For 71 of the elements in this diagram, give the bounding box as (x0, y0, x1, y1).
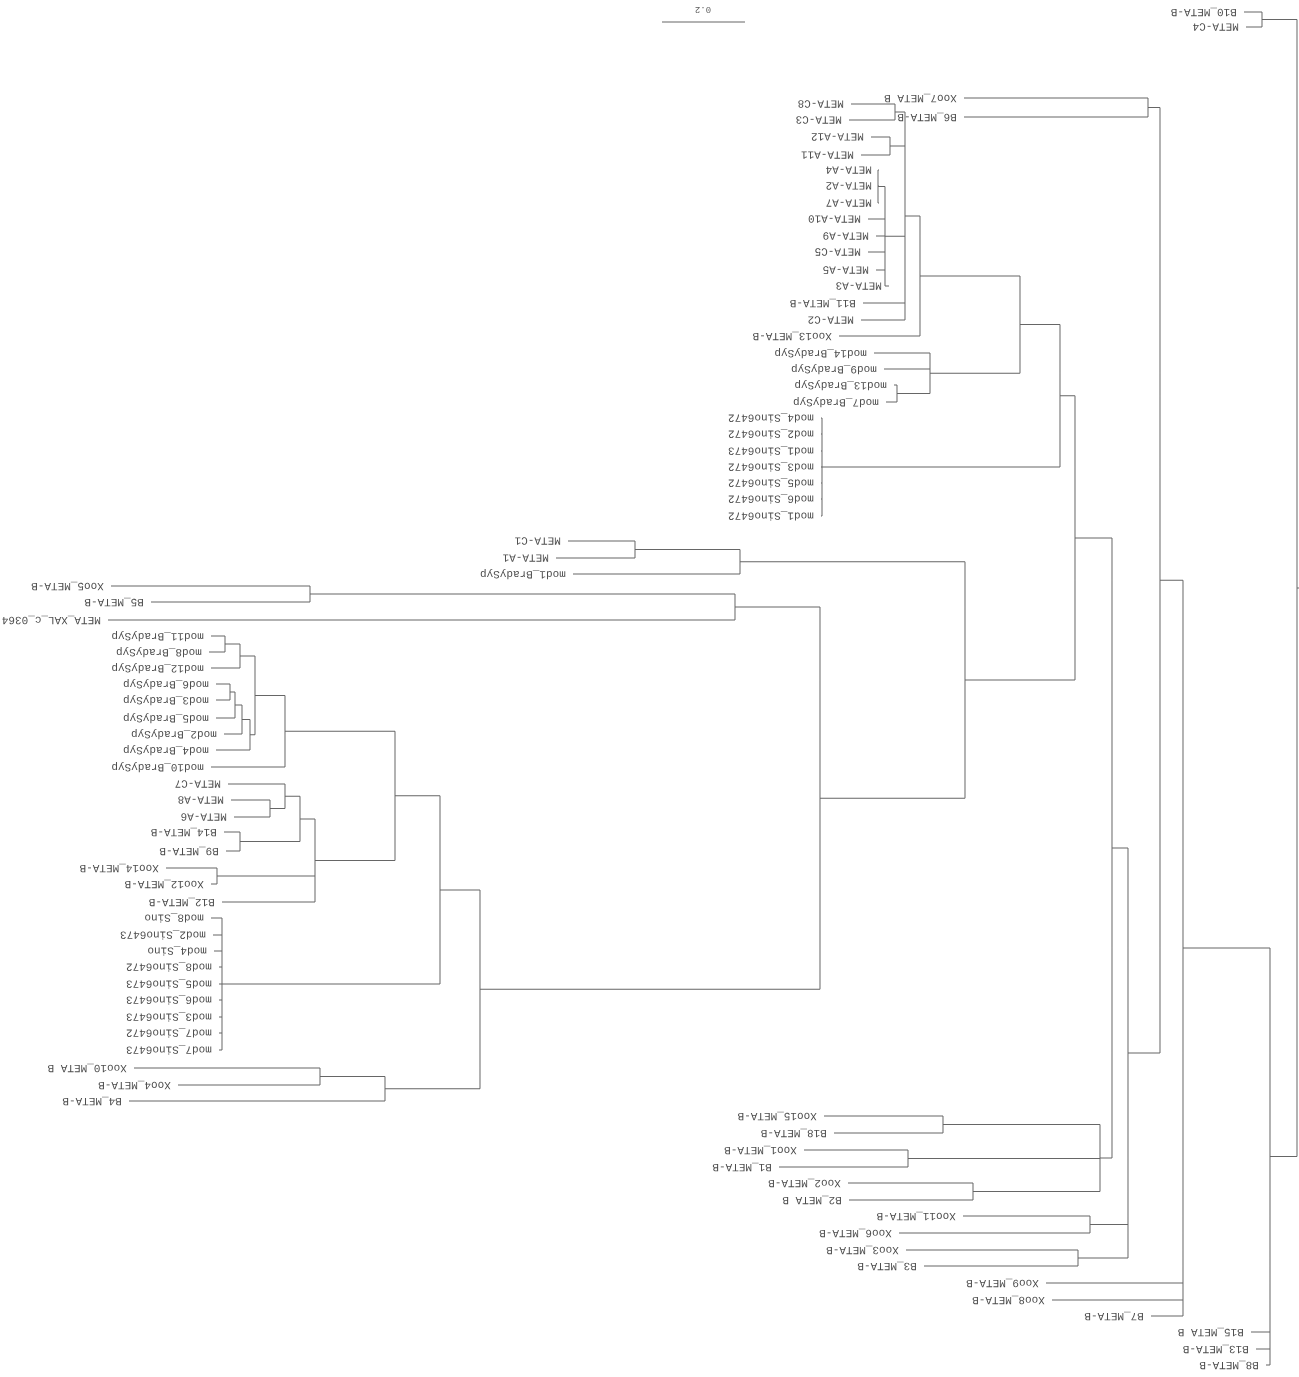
leaf-label: B8_META-B (1199, 1360, 1258, 1370)
leaf-label: META-A7 (826, 199, 872, 207)
leaf-label: B14_META-B (151, 827, 216, 837)
leaf-label: META-C3 (796, 116, 842, 124)
leaf-label: mod8_Sino6472 (126, 962, 212, 972)
leaf-label: mod7_BradySyp (793, 396, 879, 408)
leaf-label: Xoo7_META B (884, 93, 957, 103)
leaf-label: B3_META-B (857, 1261, 916, 1271)
leaf-label: META-C7 (175, 780, 221, 788)
leaf-label: mod7_Sino6473 (126, 1045, 212, 1055)
leaf-label: B2_META B (782, 1195, 841, 1205)
leaf-label: Xoo5_META-B (31, 581, 104, 591)
leaf-label: Xoo4_META-B (98, 1080, 171, 1090)
leaf-label: mod6_Sino6472 (728, 494, 814, 504)
leaf-label: mod2_Sino6473 (120, 930, 206, 940)
leaf-label: META-A2 (826, 182, 872, 190)
leaf-label: Xoo1_META-B (724, 1145, 797, 1155)
leaf-label: META-A9 (823, 232, 869, 240)
leaf-label: B7_META-B (1084, 1311, 1143, 1321)
leaf-label: mod1_BradySyp (480, 568, 566, 580)
leaf-label: mod9_BradySyp (791, 363, 877, 375)
leaf-label: META-A11 (801, 151, 854, 159)
leaf-label: mod6_BradySyp (123, 678, 209, 690)
leaf-label: META-C2 (808, 316, 854, 324)
leaf-label: META-A8 (178, 796, 224, 804)
leaf-label: mod12_BradySyp (112, 662, 204, 674)
leaf-label: B9_META-B (159, 846, 218, 856)
leaf-label: mod6_Sino6473 (126, 995, 212, 1005)
leaf-label: mod11_BradySyp (112, 630, 204, 642)
scale-label: 0.2 (695, 6, 711, 14)
leaf-label: META-A5 (823, 266, 869, 274)
leaf-label: Xoo15_META-B (738, 1111, 817, 1121)
leaf-label: mod2_BradySyp (131, 728, 217, 740)
leaf-label: mod1_Sino6473 (728, 446, 814, 456)
leaf-label: META-C1 (515, 537, 561, 545)
leaf-label: B6_META-B (897, 112, 956, 122)
leaf-label: Xoo11_META-B (877, 1211, 956, 1221)
leaf-label: META-A6 (181, 813, 227, 821)
leaf-label: mod1_Sino6472 (728, 511, 814, 521)
leaf-label: mod4_Sino6472 (728, 413, 814, 423)
leaf-label: META-A3 (836, 282, 882, 290)
leaf-label: Xoo14_META-B (80, 863, 159, 873)
leaf-label: mod14_BradySyp (775, 347, 867, 359)
leaf-label: META-A10 (808, 215, 861, 223)
leaf-label: mod7_Sino6472 (126, 1028, 212, 1038)
leaf-label: mod3_Sino6472 (728, 462, 814, 472)
leaf-label: Xoo13_META-B (753, 331, 832, 341)
leaf-label: B1_META-B (712, 1162, 771, 1172)
leaf-label: mod8_BradySyp (116, 646, 202, 658)
leaf-label: META-C4 (1193, 23, 1239, 31)
leaf-label: mod13_BradySyp (795, 379, 887, 391)
leaf-label: META-A12 (811, 133, 864, 141)
leaf-label: mod5_Sino6472 (728, 478, 814, 488)
leaf-label: B11_META-B (790, 298, 855, 308)
leaf-label: mod3_BradySyp (123, 694, 209, 706)
leaf-label: META-C5 (815, 248, 861, 256)
leaf-label: META-A4 (826, 166, 872, 174)
leaf-label: mod5_BradySyp (123, 712, 209, 724)
leaf-label: mod4_Sino (148, 946, 207, 956)
leaf-label: mod10_BradySyp (112, 761, 204, 773)
leaf-label: META-A1 (503, 554, 549, 562)
leaf-label: B5_META-B (84, 597, 143, 607)
leaf-label: META-C8 (798, 100, 844, 108)
leaf-label: Xoo12_META-B (125, 879, 204, 889)
leaf-label: mod2_Sino6472 (728, 429, 814, 439)
leaf-label: mod3_Sino6473 (126, 1012, 212, 1022)
leaf-label: mod8_Sino (145, 913, 204, 923)
leaf-label: mod4_BradySyp (123, 744, 209, 756)
leaf-label: B4_META-B (62, 1096, 121, 1106)
leaf-label: B15_META B (1178, 1327, 1243, 1337)
leaf-label: mod5_Sino6473 (126, 979, 212, 989)
